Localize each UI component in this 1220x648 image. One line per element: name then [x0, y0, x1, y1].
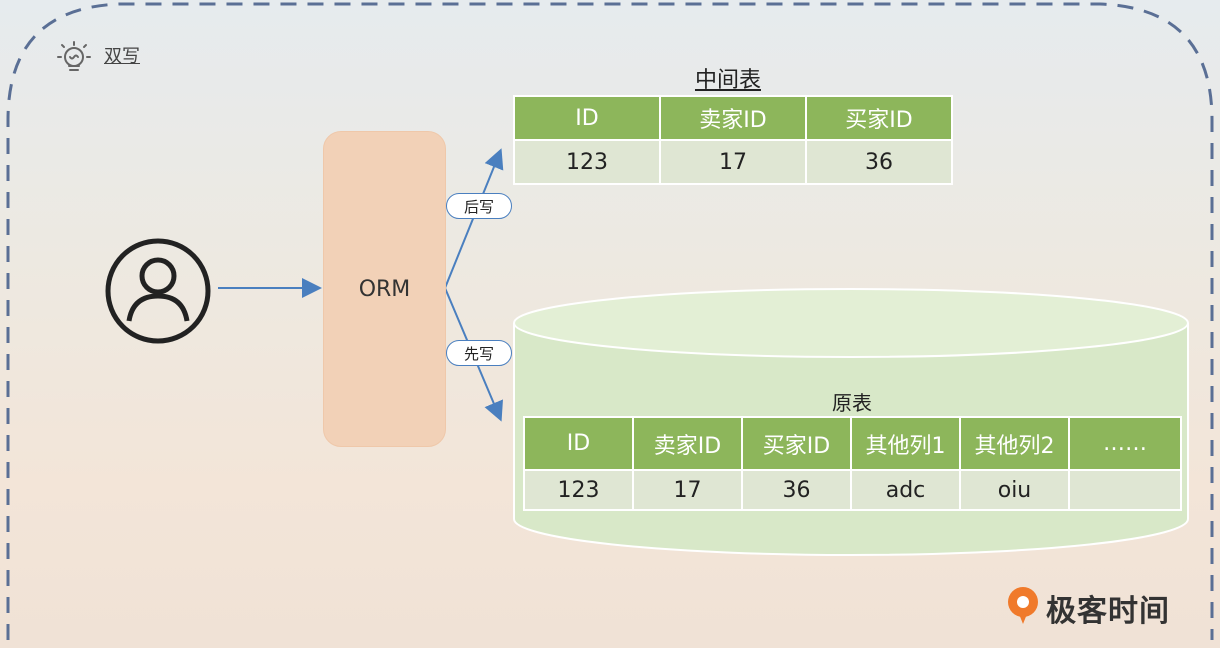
middle-table: ID 卖家ID 买家ID 123 17 36 — [513, 95, 953, 185]
middle-cell-seller-id: 17 — [659, 139, 807, 185]
first-write-tag: 先写 — [446, 340, 512, 366]
original-col-id: ID — [523, 416, 634, 471]
orm-box: ORM — [323, 131, 446, 447]
original-col-ellipsis: …… — [1068, 416, 1182, 471]
middle-col-seller-id: 卖家ID — [659, 95, 807, 141]
middle-col-buyer-id: 买家ID — [805, 95, 953, 141]
original-cell-buyer-id: 36 — [741, 469, 852, 511]
original-cell-other-1: adc — [850, 469, 961, 511]
original-col-other-1: 其他列1 — [850, 416, 961, 471]
lightbulb-icon — [54, 38, 94, 78]
user-icon — [103, 236, 213, 346]
later-write-tag: 后写 — [446, 193, 512, 219]
later-write-label: 后写 — [463, 197, 494, 216]
original-cell-seller-id: 17 — [632, 469, 743, 511]
brand-logo-icon — [1004, 584, 1042, 626]
orm-label: ORM — [358, 276, 411, 302]
page-title: 双写 — [104, 46, 140, 67]
first-write-label: 先写 — [463, 344, 494, 363]
original-col-buyer-id: 买家ID — [741, 416, 852, 471]
orm-to-middle-table-arrow — [444, 148, 504, 289]
brand-name: 极客时间 — [1046, 594, 1170, 629]
middle-col-id: ID — [513, 95, 661, 141]
original-cell-ellipsis — [1068, 469, 1182, 511]
original-col-seller-id: 卖家ID — [632, 416, 743, 471]
middle-cell-buyer-id: 36 — [805, 139, 953, 185]
original-cell-id: 123 — [523, 469, 634, 511]
original-table-title: 原表 — [832, 391, 872, 415]
original-cell-other-2: oiu — [959, 469, 1070, 511]
middle-cell-id: 123 — [513, 139, 661, 185]
original-col-other-2: 其他列2 — [959, 416, 1070, 471]
middle-table-title: 中间表 — [694, 68, 761, 93]
original-table: ID 卖家ID 买家ID 其他列1 其他列2 …… 123 17 36 adc … — [523, 416, 1182, 511]
